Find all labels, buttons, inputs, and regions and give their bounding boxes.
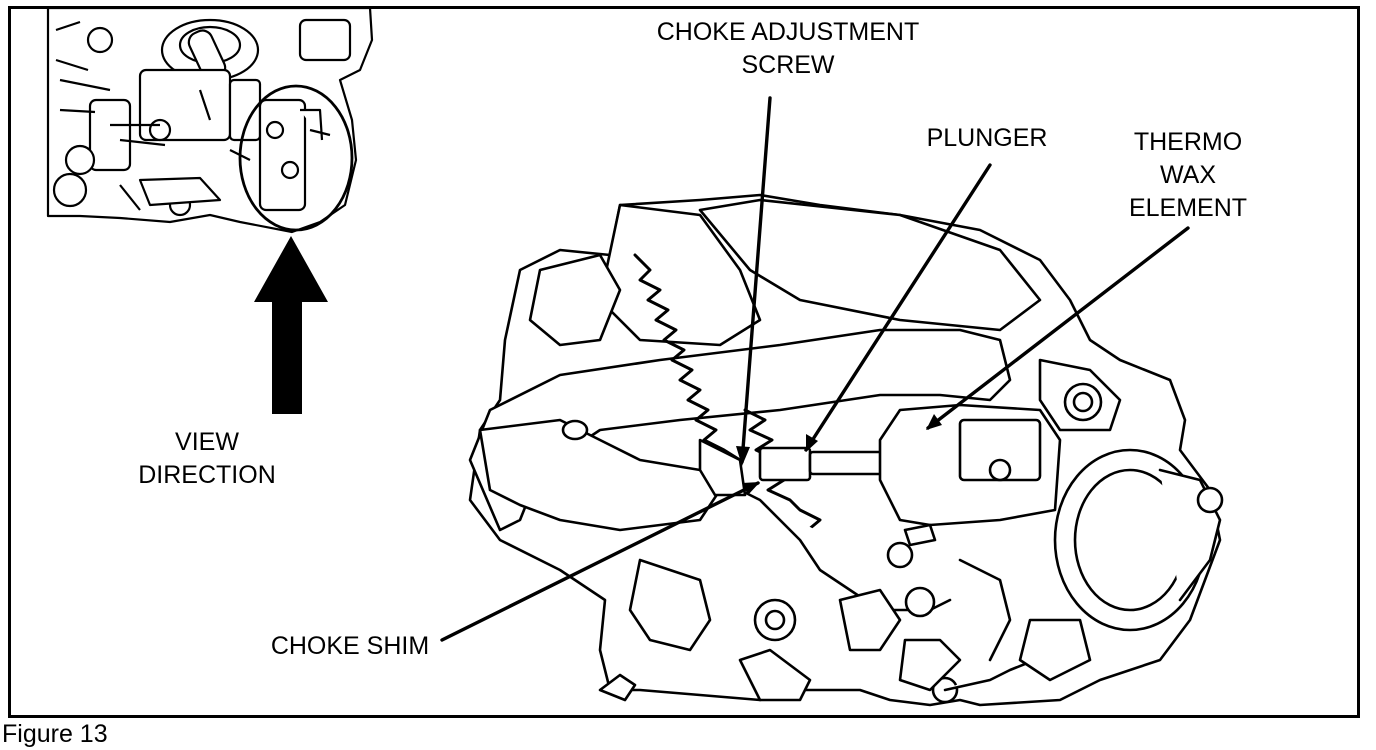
up-arrow-icon: [254, 236, 328, 414]
leader-arrowheads: [736, 414, 942, 495]
carburetor-overview-inset: [46, 6, 374, 234]
arrowhead-thermo-wax-element: [926, 414, 942, 430]
label-choke-shim: CHOKE SHIM: [270, 632, 430, 660]
leader-lines: [440, 96, 1190, 642]
label-view-direction: VIEW DIRECTION: [138, 428, 276, 489]
arrowhead-plunger: [806, 434, 818, 452]
figure-caption: Figure 13: [2, 720, 108, 748]
leader-plunger: [804, 163, 992, 452]
leader-choke-adjustment-screw: [740, 96, 772, 464]
arrowhead-choke-adjustment-screw: [736, 446, 750, 466]
choke-mechanism-drawing: [468, 193, 1224, 707]
label-choke-adjustment-screw: CHOKE ADJUSTMENT SCREW: [656, 18, 920, 79]
leader-choke-shim: [440, 481, 760, 642]
leader-thermo-wax-element: [926, 226, 1190, 430]
label-thermo-wax-element: THERMO WAX ELEMENT: [1128, 128, 1248, 222]
label-plunger: PLUNGER: [926, 124, 1048, 152]
arrowhead-choke-shim: [742, 482, 760, 495]
